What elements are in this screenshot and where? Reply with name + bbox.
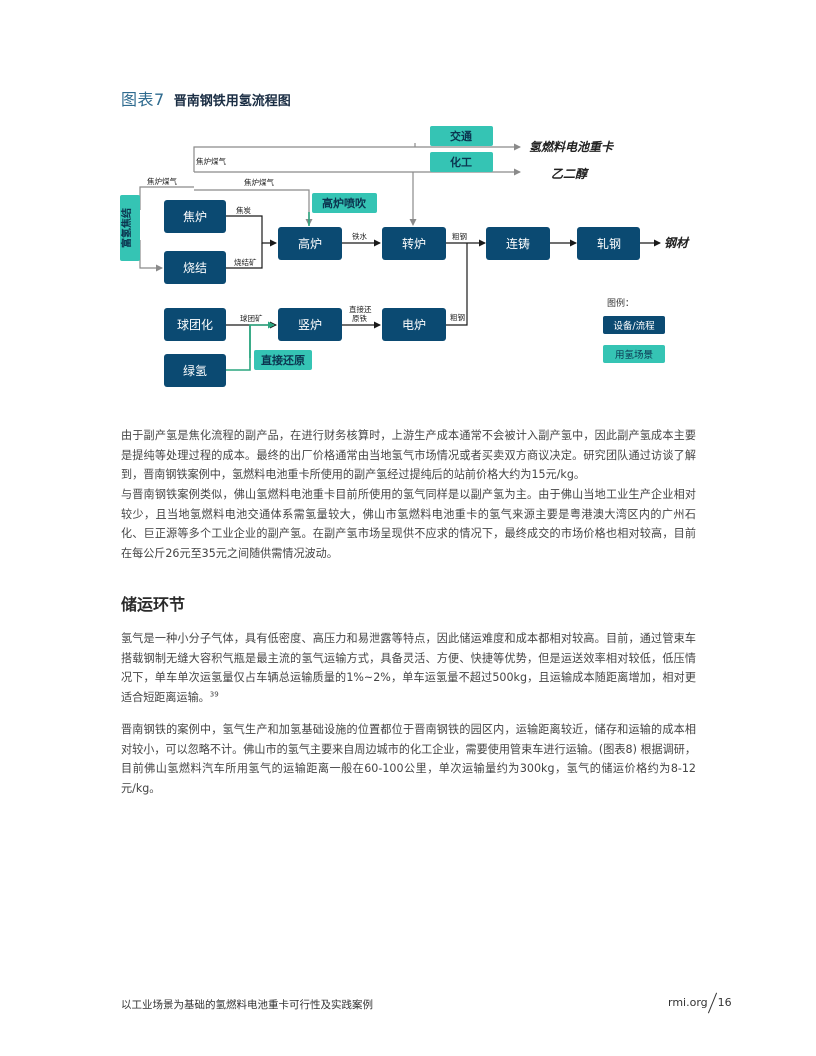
process-shulu [278, 308, 342, 341]
label-zhuanlu: 转炉 [402, 236, 426, 251]
process-lvqing [164, 354, 226, 387]
legend-swatch-equipment [603, 316, 665, 334]
scenario-fuqing [120, 195, 140, 261]
footer-site-link[interactable]: rmi.org [668, 996, 708, 1009]
label-huagong: 化工 [450, 155, 472, 169]
footer-page-info: rmi.org 16 [668, 992, 732, 1014]
legend-label-equipment: 设备/流程 [613, 320, 655, 332]
label-gaolu: 高炉 [298, 236, 322, 251]
label-dianlu: 电炉 [402, 318, 426, 332]
legend-swatch-scenario [603, 345, 665, 363]
scenario-huagong [430, 152, 493, 172]
edge-label-meiqi-1: 焦炉煤气 [196, 156, 226, 166]
footnote-ref: 39 [209, 690, 219, 699]
label-jiaotong: 交通 [450, 129, 472, 143]
figure-title: 图表7 晋南钢铁用氢流程图 [121, 86, 291, 110]
footer-page-number: 16 [717, 996, 732, 1009]
edge-label-cugang-2: 粗钢 [450, 312, 465, 322]
arrow-jiaotan [226, 215, 277, 247]
arrow-cugang-2 [446, 243, 468, 326]
process-dianlu [382, 308, 446, 341]
output-glycol: 乙二醇 [551, 167, 590, 181]
legend-title: 图例： [607, 297, 634, 309]
arrow-shaojiekuang [226, 243, 263, 269]
paragraph-2: 与晋南钢铁案例类似，佛山氢燃料电池重卡目前所使用的氢气同样是以副产氢为主。由于佛… [121, 488, 696, 560]
scenario-boxes: 交通 化工 富氢焦结 高炉喷吹 直接还原 [120, 126, 493, 370]
paragraph-1: 由于副产氢是焦化流程的副产品，在进行财务核算时，上游生产成本通常不会被计入副产氢… [121, 429, 696, 482]
label-jiaolu: 焦炉 [183, 210, 207, 224]
figure-name: 晋南钢铁用氢流程图 [173, 94, 291, 109]
legend: 图例： 设备/流程 用氢场景 [603, 297, 665, 363]
section-title: 储运环节 [121, 595, 186, 614]
label-zhijie: 直接还原 [261, 353, 305, 367]
paragraph-4: 晋南钢铁的案例中，氢气生产和加氢基础设施的位置都位于晋南钢铁的园区内，运输距离较… [121, 723, 696, 795]
label-shulu: 竖炉 [298, 318, 322, 332]
edge-label-tieshui: 铁水 [352, 231, 367, 241]
label-zhagang: 轧钢 [597, 237, 621, 251]
edge-label-meiqi-3: 焦炉煤气 [244, 177, 274, 187]
process-boxes: 焦炉 烧结 高炉 转炉 连铸 轧钢 球团化 绿氢 竖炉 电炉 [164, 200, 640, 387]
paragraph-3-text: 氢气是一种小分子气体，具有低密度、高压力和易泄露等特点，因此储运难度和成本都相对… [121, 632, 696, 704]
process-shaojie [164, 251, 226, 284]
flow-diagram: 交通 化工 富氢焦结 高炉喷吹 直接还原 焦炉 烧结 高炉 转炉 连铸 轧钢 球… [120, 126, 690, 387]
arrow-fuqing-shaojie [139, 240, 163, 272]
label-shaojie: 烧结 [183, 261, 207, 275]
scenario-gaolu-penchui [312, 193, 377, 213]
edge-label-zhijie-1: 直接还 [349, 304, 372, 314]
process-zhagang [577, 227, 640, 260]
label-gaolu-penchui: 高炉喷吹 [322, 196, 367, 210]
label-lvqing: 绿氢 [183, 363, 207, 378]
footer-report-title: 以工业场景为基础的氢燃料电池重卡可行性及实践案例 [121, 999, 373, 1011]
output-truck: 氢燃料电池重卡 [529, 140, 615, 154]
output-steel: 钢材 [664, 236, 690, 250]
edge-label-qiutuankuang: 球团矿 [240, 313, 263, 323]
footer-divider [707, 992, 717, 1014]
process-gaolu [278, 227, 342, 260]
edge-label-cugang-1: 粗钢 [452, 231, 467, 241]
process-lianzhu [486, 227, 550, 260]
edge-label-meiqi-2: 焦炉煤气 [147, 176, 177, 186]
edge-label-jiaotan: 焦炭 [236, 205, 251, 215]
process-zhuanlu [382, 227, 446, 260]
label-fuqing: 富氢焦结 [120, 208, 133, 248]
edge-label-zhijie-2: 原铁 [352, 313, 367, 323]
label-lianzhu: 连铸 [506, 236, 530, 251]
process-qiutuanhua [164, 308, 226, 341]
figure-number: 图表7 [121, 90, 165, 109]
paragraph-3: 氢气是一种小分子气体，具有低密度、高压力和易泄露等特点，因此储运难度和成本都相对… [121, 629, 696, 707]
scenario-jiaotong [430, 126, 493, 146]
scenario-zhijie [254, 350, 312, 370]
label-qiutuanhua: 球团化 [177, 318, 213, 332]
arrow-jiaolu-truck [193, 143, 521, 172]
process-jiaolu [164, 200, 226, 233]
edge-label-shaojiekuang: 烧结矿 [234, 257, 257, 267]
legend-label-scenario: 用氢场景 [615, 349, 653, 361]
